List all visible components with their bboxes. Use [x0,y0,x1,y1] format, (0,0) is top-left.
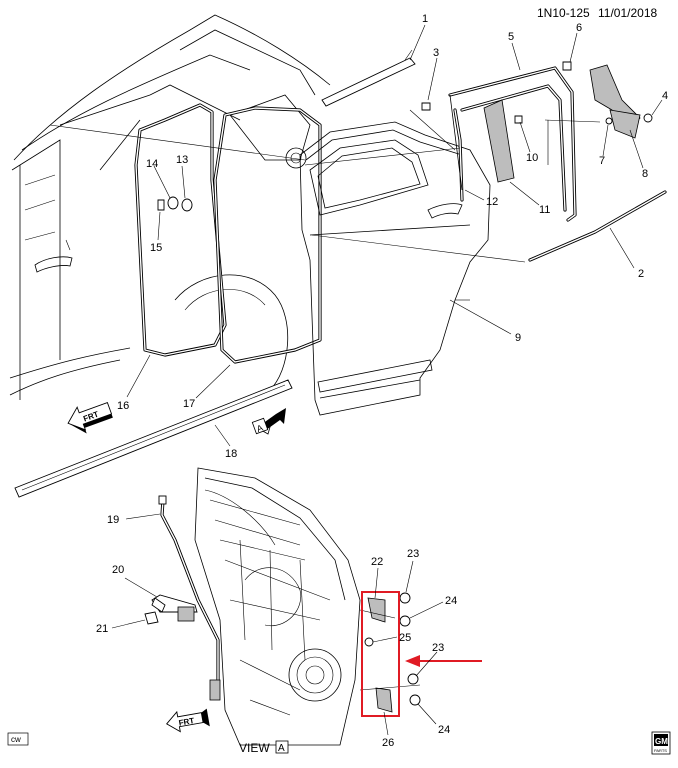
callout-4: 4 [662,90,668,102]
callout-18: 18 [225,448,237,460]
callout-9: 9 [515,332,521,344]
reference-lines [49,109,601,263]
striker-clips-13-14-15 [157,196,193,212]
vehicle-body-outline [9,14,331,400]
callout-23-upper: 23 [407,548,419,560]
callout-22: 22 [371,556,383,568]
callout-8: 8 [642,168,648,180]
clip-7 [605,117,613,125]
glass-run-channel-12 [453,108,464,202]
callout-25: 25 [399,632,411,644]
callout-labels: 1 2 3 4 5 6 7 8 9 10 11 12 13 14 15 16 1… [96,13,668,749]
rear-door-9 [299,121,491,416]
callout-24-upper: 24 [445,595,457,607]
sill-molding-18 [14,379,293,498]
callout-10: 10 [526,152,538,164]
callout-23-lower: 23 [432,642,444,654]
callout-6: 6 [576,22,582,34]
screw-6 [562,61,572,71]
leader-lines [111,24,663,736]
trim-11 [483,99,515,183]
bolt-23-lower [407,673,419,685]
callout-5: 5 [508,31,514,43]
screw-10 [514,115,523,124]
svg-text:GM: GM [655,737,668,746]
callout-11: 11 [539,204,550,216]
svg-text:VIEW: VIEW [239,741,270,755]
callout-7: 7 [599,155,605,167]
highlight-arrow-icon [405,655,482,667]
gm-logo-icon: GM PARTS [651,731,671,755]
callout-14: 14 [146,158,158,170]
svg-text:PARTS: PARTS [654,748,667,753]
diagram-date: 11/01/2018 [598,6,657,20]
callout-17: 17 [183,398,195,410]
lower-molding-2 [528,190,667,262]
check-cable-19 [158,495,221,701]
callout-26: 26 [382,737,394,749]
door-opening-seal-16 [134,103,227,357]
door-frame-5 [448,66,577,222]
bolt-23-upper [399,592,411,604]
cw-tag: cw [7,732,29,746]
svg-text:A: A [255,422,264,433]
nut-24-lower [409,694,421,706]
lower-hinge-26 [359,684,421,713]
bolt-3 [421,102,431,111]
front-direction-arrow-icon: FRT [166,708,210,733]
front-direction-arrow-icon: FRT [67,402,113,434]
door-inner-panel [194,467,361,746]
bolt-21 [144,611,159,625]
callout-16: 16 [117,400,129,412]
callout-24-lower: 24 [438,724,450,736]
callout-20: 20 [112,564,124,576]
highlight-box [361,591,400,717]
svg-text:A: A [278,743,285,754]
view-a-label: VIEW A [239,740,289,755]
svg-text:FRT: FRT [178,716,195,728]
clip-4 [643,113,653,123]
callout-1: 1 [422,13,428,25]
upper-hinge-22 [359,597,396,623]
pin-25 [364,637,374,647]
applique-8 [589,64,641,139]
svg-text:cw: cw [11,735,21,744]
door-seal-17 [213,106,322,364]
view-a-arrow-icon: A [251,408,286,435]
door-check-20 [151,594,198,622]
callout-12: 12 [486,196,498,208]
callout-2: 2 [638,268,644,280]
callout-19: 19 [107,514,119,526]
callout-3: 3 [433,47,439,59]
callout-13: 13 [176,154,188,166]
belt-molding-1 [321,49,416,107]
callout-15: 15 [150,242,162,254]
nut-24-upper [399,615,411,627]
diagram-code: 1N10-125 [537,6,590,20]
callout-21: 21 [96,623,108,635]
